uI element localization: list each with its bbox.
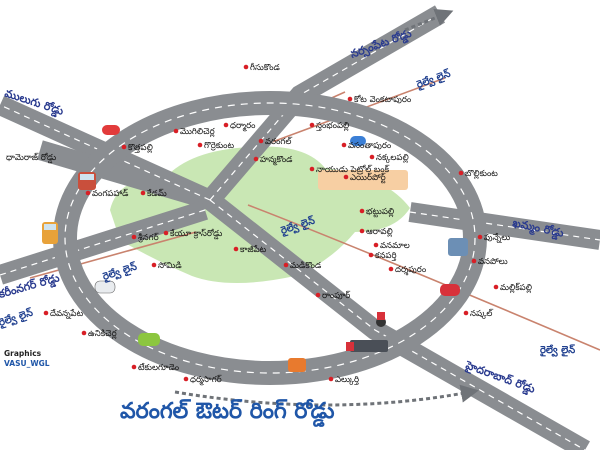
place-dot [131,234,137,240]
place-label-rampur: రాంపూర్ [322,290,350,301]
place-dot [81,330,87,336]
place-label-kazipet: కాజీపేట [240,244,267,255]
place-dot [463,310,469,316]
place-dot [388,266,394,272]
place-label-elkurthi: ఎల్కుర్తి [335,375,359,385]
place-dot [471,258,477,264]
place-dot [243,64,249,70]
road-label-dhamera: ధామెరాజ్ రోడ్డు [6,152,56,164]
place-dot [151,262,157,268]
car-icon [440,284,460,296]
place-dot [197,142,203,148]
place-label-dharmasagar: ధర్మసాగర్ [190,374,222,386]
car-icon [94,280,116,294]
rail-label: రైల్వే లైన్ [101,261,138,284]
place-dot [173,128,179,134]
place-dot [140,190,146,196]
place-dot [373,242,379,248]
place-label-bhattupalli: భట్టుపల్లి [366,207,394,218]
place-label-stambhampalli: స్తంభంపల్లి [316,121,350,132]
credit-line2: VASU_WGL [4,359,50,368]
place-label-vanapollu: వనపోలు [478,257,508,267]
place-label-dharmaram: ధర్మారం [230,121,256,132]
vehicles [42,125,468,372]
place-label-kottapalli: కొత్తపల్లి [128,143,153,154]
place-dot [131,364,137,370]
truck-icon [42,222,58,244]
place-dot [315,292,321,298]
place-dot [347,96,353,102]
place-dot [368,252,374,258]
place-dot [163,230,169,236]
place-label-vanamala: వనమాల [380,241,410,251]
van-icon [288,358,306,372]
place-label-vasanthapuram: వసంతాపురం [348,141,392,151]
place-dot [85,190,91,196]
place-dot [359,228,365,234]
place-dot [283,262,289,268]
place-label-warangal: వరంగల్ [265,136,292,147]
car-icon [350,136,366,146]
place-label-naidu-petrol: నాయుడు పెట్రోల్ బంక్ [316,164,390,175]
truck-icon [448,238,468,256]
rail-label: రైల్వే లైన్ [0,307,35,330]
place-label-hanamkonda: హన్మకొండ [260,155,293,166]
car-icon [102,125,120,135]
credit-line1: Graphics [4,349,42,358]
truck-icon [346,340,388,352]
place-dot [223,122,229,128]
spoke-roads [0,5,600,450]
direction-arrows [174,8,479,407]
scooter-icon [376,312,386,327]
place-dot [359,208,365,214]
place-dot [121,144,127,150]
rail-label: రైల్వే లైన్ [415,68,453,92]
place-label-gorrekunta: గొర్రెకుంట [204,141,234,151]
place-label-aaravalli: ఆరావల్లి [366,227,393,238]
airport-zone [318,170,408,190]
place-dot [343,174,349,180]
place-dot [341,142,347,148]
place-label-tekulagudem: టేకులగూడెం [138,362,180,373]
place-label-punnelu: పున్నేలు [484,232,510,243]
place-dot [43,310,49,316]
place-label-kota-venkatapuram: కోట వెంకటాపురం [354,94,412,105]
place-label-airport: ఎయిర్‌పోర్ట్ [350,172,386,184]
place-label-geesukonda: గీసుకొండ [250,62,281,73]
car-icon [138,333,160,346]
outer-ring-road [53,91,487,385]
place-dot [309,166,315,172]
place-dot [458,170,464,176]
map-title: వరంగల్ ఔటర్ రింగ్ రోడ్డు [120,398,335,427]
place-label-nakkalapalli: నక్కలపల్లి [376,153,409,164]
place-dot [233,246,239,252]
place-label-kanaparthi: కనపర్తి [375,251,397,261]
place-label-madikonda: మడికొండ [290,261,322,271]
place-label-somidi: సోమిడి [158,261,182,271]
places-layer: గీసుకొండ కోట వెంకటాపురం మొగిలిచెర్ల ధర్మారం… [43,62,532,386]
place-dot [369,154,375,160]
place-label-bollikunta: బొల్లికుంట [465,169,498,180]
place-dot [253,156,259,162]
place-label-mallikpalli: మల్లిక్‌పల్లి [500,282,532,294]
place-label-srinagar: శ్రీనగర్ [138,232,159,243]
place-dot [258,138,264,144]
place-label-devannapeta: దేవన్నపేట [50,308,84,319]
place-label-kedam: కేడమ్ [147,188,167,199]
place-label-vangapahad: వంగపహాడ్ [92,188,129,199]
place-dot [493,284,499,290]
place-dot [183,376,189,382]
place-label-mogilicherla: మొగిలిచెర్ల [180,127,216,138]
place-label-kadipeta-cross: కేయూ క్రాస్‌రోడ్డు [170,228,222,240]
place-dot [477,234,483,240]
place-dot [309,122,315,128]
truck-icon [78,172,96,190]
place-label-darshapuram: దర్శపురం [395,265,427,276]
place-label-unikicherla: ఉనికిచెర్ల [88,329,118,340]
rail-label: రైల్వే లైన్ [540,344,575,357]
place-dot [328,376,334,382]
place-label-nashkal: నష్కల్ [470,308,493,319]
